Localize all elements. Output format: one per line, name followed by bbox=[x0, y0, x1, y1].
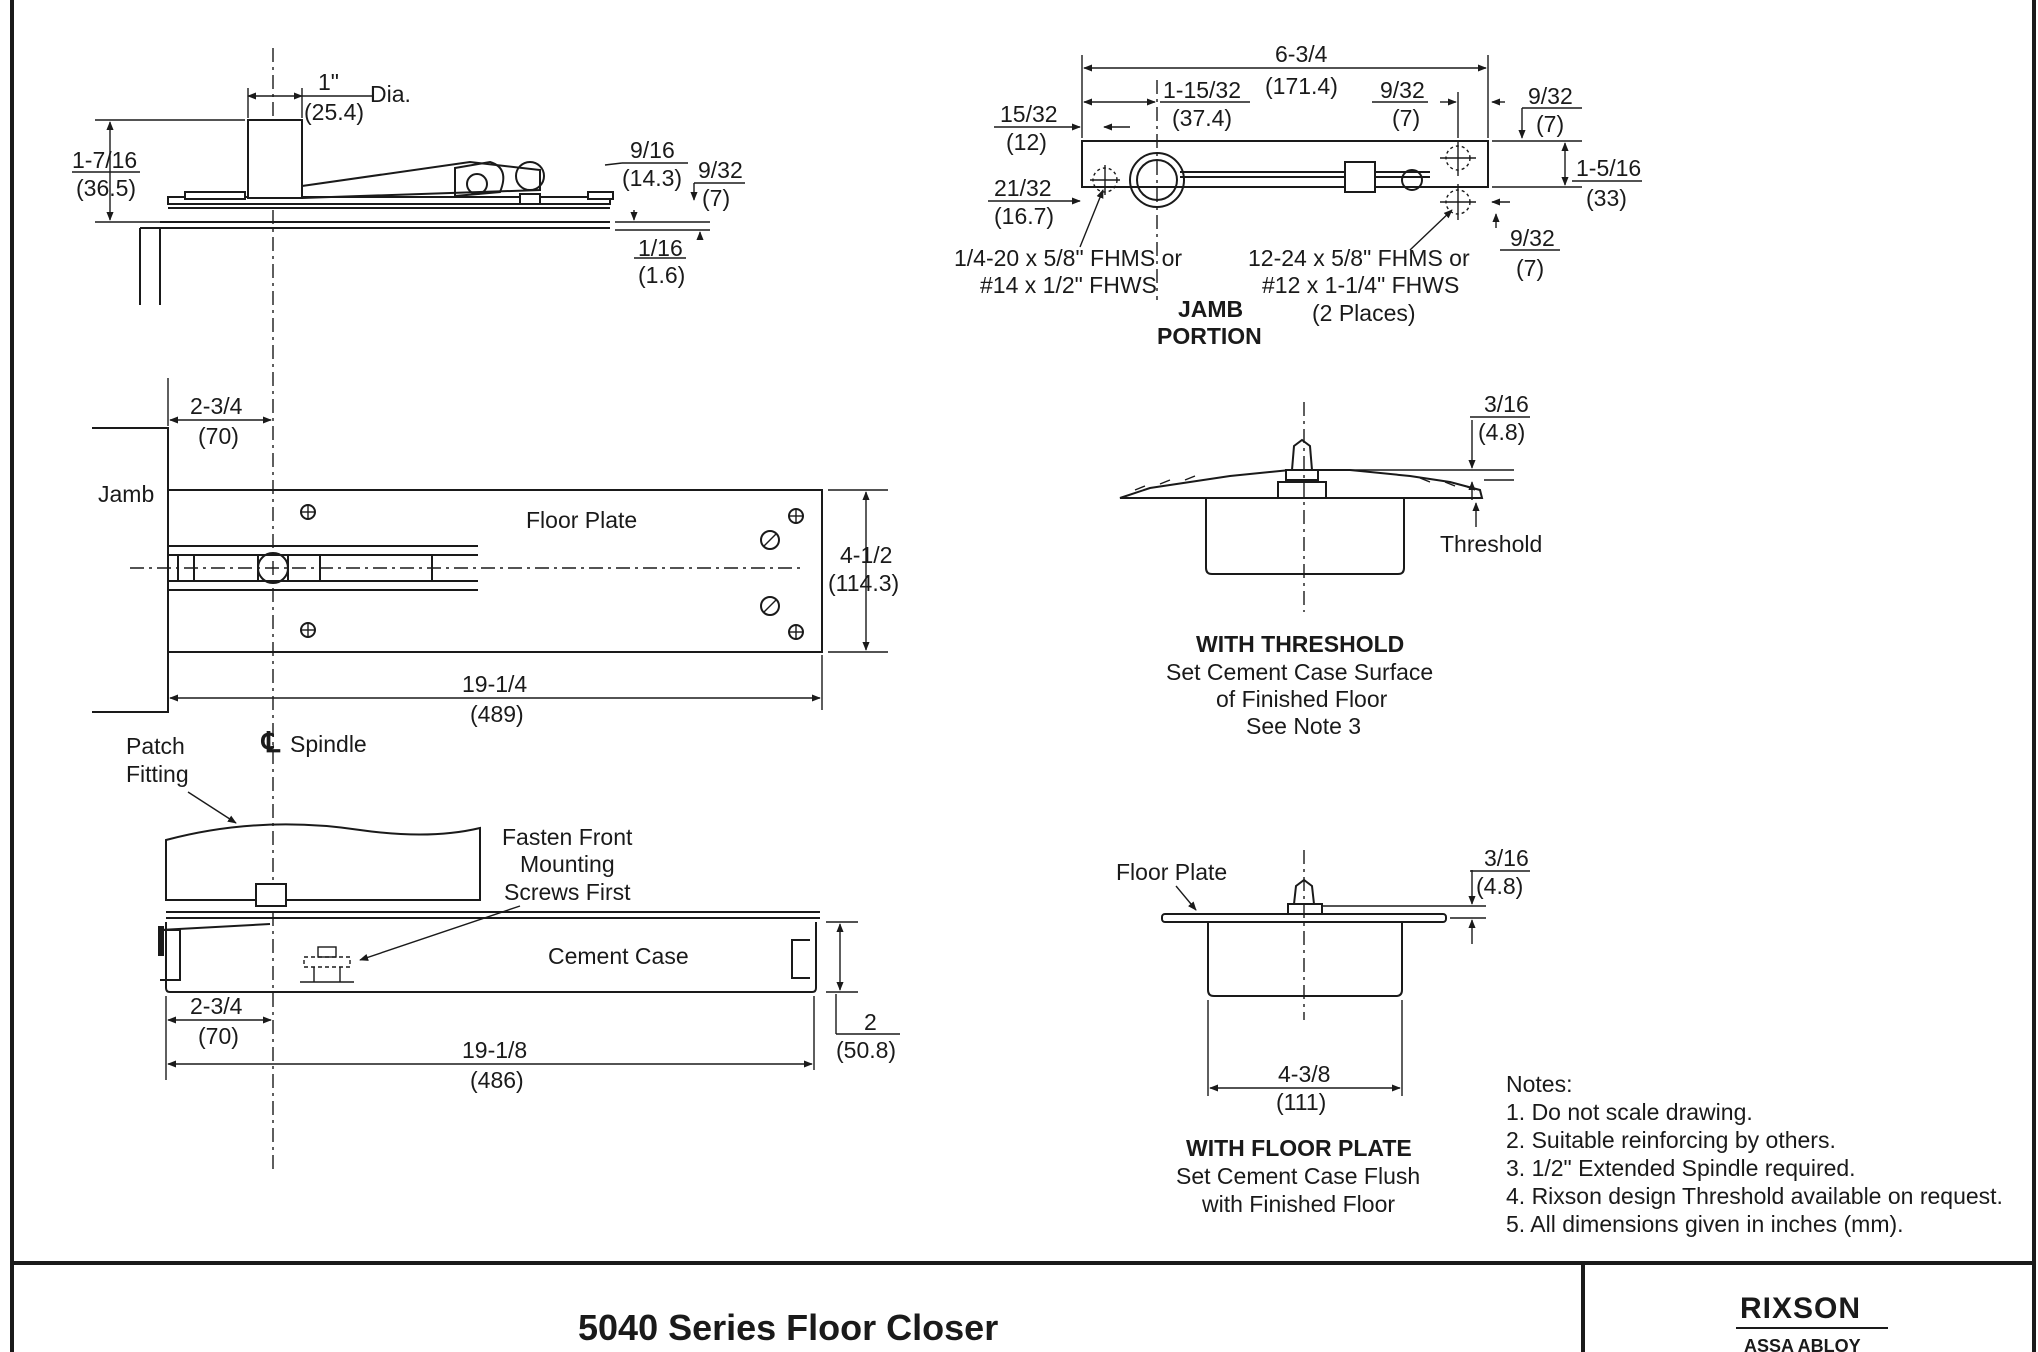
e-mm: (16.7) bbox=[994, 203, 1054, 229]
d3-inch: 1/16 bbox=[638, 235, 683, 261]
threshold-caption-3: of Finished Floor bbox=[1216, 686, 1388, 712]
floorplate-width-mm: (111) bbox=[1276, 1089, 1326, 1115]
notes-heading: Notes: bbox=[1506, 1071, 1572, 1097]
screw-dashed-icon bbox=[300, 946, 354, 983]
overall-inch: 6-3/4 bbox=[1275, 41, 1328, 67]
f-inch: 9/32 bbox=[1510, 225, 1555, 251]
floorplate-caption-3: with Finished Floor bbox=[1201, 1191, 1395, 1217]
fasten-label-1: Fasten Front bbox=[502, 824, 633, 850]
jamb-caption-2: PORTION bbox=[1157, 323, 1262, 349]
dia-inch: 1" bbox=[318, 69, 339, 95]
d-mm: (12) bbox=[1006, 129, 1047, 155]
c-mm: (7) bbox=[1536, 111, 1564, 137]
d2-mm: (7) bbox=[702, 185, 730, 211]
h-mm: (33) bbox=[1586, 185, 1627, 211]
notes: Notes: 1. Do not scale drawing. 2. Suita… bbox=[1506, 1071, 2003, 1237]
jamb-label: Jamb bbox=[98, 481, 154, 507]
floorplate-caption-2: Set Cement Case Flush bbox=[1176, 1163, 1420, 1189]
threshold-label: Threshold bbox=[1440, 531, 1542, 557]
section-offset-mm: (70) bbox=[198, 1023, 239, 1049]
d2-inch: 9/32 bbox=[698, 157, 743, 183]
sheet-border bbox=[10, 0, 2036, 1352]
screw-icon bbox=[300, 622, 316, 638]
note-item: 5. All dimensions given in inches (mm). bbox=[1506, 1211, 1904, 1237]
d-inch: 15/32 bbox=[1000, 101, 1058, 127]
brand-logo: RIXSON bbox=[1740, 1292, 1861, 1325]
note-item: 3. 1/2" Extended Spindle required. bbox=[1506, 1155, 1856, 1181]
slotted-screw-icon bbox=[760, 530, 780, 550]
section-offset-inch: 2-3/4 bbox=[190, 993, 243, 1019]
screw-right-line3: (2 Places) bbox=[1312, 300, 1416, 326]
b-inch: 9/32 bbox=[1380, 77, 1425, 103]
fasten-label-2: Mounting bbox=[520, 851, 615, 877]
screw-icon bbox=[788, 508, 804, 524]
threshold-view: 3/16 (4.8) Threshold WITH THRESHOLD Set … bbox=[1119, 391, 1542, 739]
floorplate-caption-1: WITH FLOOR PLATE bbox=[1186, 1135, 1412, 1161]
screw-icon bbox=[788, 624, 804, 640]
section-view: Patch Fitting Fasten Front Mounting Scre… bbox=[126, 733, 900, 1093]
plan-width-mm: (114.3) bbox=[828, 570, 899, 596]
dia-mm: (25.4) bbox=[304, 99, 364, 125]
spindle-label: Spindle bbox=[290, 731, 367, 757]
screw-left-line2: #14 x 1/2" FHWS bbox=[980, 272, 1157, 298]
section-depth-mm: (50.8) bbox=[836, 1037, 896, 1063]
a-mm: (37.4) bbox=[1172, 105, 1232, 131]
floorplate-view: 3/16 (4.8) Floor Plate 4-3/8 (111) WITH … bbox=[1116, 845, 1530, 1217]
dia-word: Dia. bbox=[370, 81, 411, 107]
drawing-title: 5040 Series Floor Closer bbox=[578, 1307, 998, 1348]
slotted-screw-icon bbox=[760, 596, 780, 616]
height-mm: (36.5) bbox=[76, 175, 136, 201]
d3-mm: (1.6) bbox=[638, 262, 685, 288]
brand-sub-logo: ASSA ABLOY bbox=[1744, 1336, 1861, 1352]
floorplate-dim-inch: 3/16 bbox=[1484, 845, 1529, 871]
c-inch: 9/32 bbox=[1528, 83, 1573, 109]
threshold-dim-mm: (4.8) bbox=[1478, 419, 1525, 445]
centerline-symbol: ℄ bbox=[260, 727, 281, 758]
floorplate-width-inch: 4-3/8 bbox=[1278, 1061, 1330, 1087]
plan-view: Floor Plate Jamb 2-3/4 (70) 4-1/2 (114.3… bbox=[92, 378, 899, 758]
screw-right-line1: 12-24 x 5/8" FHMS or bbox=[1248, 245, 1470, 271]
threshold-dim-inch: 3/16 bbox=[1484, 391, 1529, 417]
f-mm: (7) bbox=[1516, 255, 1544, 281]
floor-plate-label: Floor Plate bbox=[526, 507, 637, 533]
jamb-portion-view: 6-3/4 (171.4) 1-15/32 (37.4) 9/32 (7) 9/… bbox=[954, 41, 1642, 349]
fasten-label-3: Screws First bbox=[504, 879, 631, 905]
d1-inch: 9/16 bbox=[630, 137, 675, 163]
section-length-inch: 19-1/8 bbox=[462, 1037, 527, 1063]
plan-width-inch: 4-1/2 bbox=[840, 542, 892, 568]
section-length-mm: (486) bbox=[470, 1067, 524, 1093]
section-depth-inch: 2 bbox=[864, 1009, 877, 1035]
e-inch: 21/32 bbox=[994, 175, 1052, 201]
b-mm: (7) bbox=[1392, 105, 1420, 131]
side-view: 1" Dia. (25.4) 1-7/16 (36.5) 9/16 (14.3)… bbox=[72, 69, 745, 305]
d1-mm: (14.3) bbox=[622, 165, 682, 191]
screw-icon bbox=[300, 504, 316, 520]
plan-offset-mm: (70) bbox=[198, 423, 239, 449]
threshold-caption-4: See Note 3 bbox=[1246, 713, 1361, 739]
note-item: 1. Do not scale drawing. bbox=[1506, 1099, 1753, 1125]
floorplate-dim-mm: (4.8) bbox=[1476, 873, 1523, 899]
note-item: 4. Rixson design Threshold available on … bbox=[1506, 1183, 2003, 1209]
title-block: 5040 Series Floor Closer RIXSON ASSA ABL… bbox=[578, 1292, 1888, 1352]
a-inch: 1-15/32 bbox=[1163, 77, 1241, 103]
patch-label-2: Fitting bbox=[126, 761, 189, 787]
plan-length-inch: 19-1/4 bbox=[462, 671, 527, 697]
screw-left-line1: 1/4-20 x 5/8" FHMS or bbox=[954, 245, 1182, 271]
floorplate-label: Floor Plate bbox=[1116, 859, 1227, 885]
threshold-caption-2: Set Cement Case Surface bbox=[1166, 659, 1433, 685]
overall-mm: (171.4) bbox=[1265, 73, 1338, 99]
h-inch: 1-5/16 bbox=[1576, 155, 1641, 181]
patch-label-1: Patch bbox=[126, 733, 185, 759]
cement-case-label: Cement Case bbox=[548, 943, 689, 969]
plan-length-mm: (489) bbox=[470, 701, 524, 727]
screw-right-line2: #12 x 1-1/4" FHWS bbox=[1262, 272, 1459, 298]
height-inch: 1-7/16 bbox=[72, 147, 137, 173]
plan-offset-inch: 2-3/4 bbox=[190, 393, 243, 419]
threshold-caption-1: WITH THRESHOLD bbox=[1196, 631, 1404, 657]
jamb-caption-1: JAMB bbox=[1178, 296, 1243, 322]
note-item: 2. Suitable reinforcing by others. bbox=[1506, 1127, 1836, 1153]
